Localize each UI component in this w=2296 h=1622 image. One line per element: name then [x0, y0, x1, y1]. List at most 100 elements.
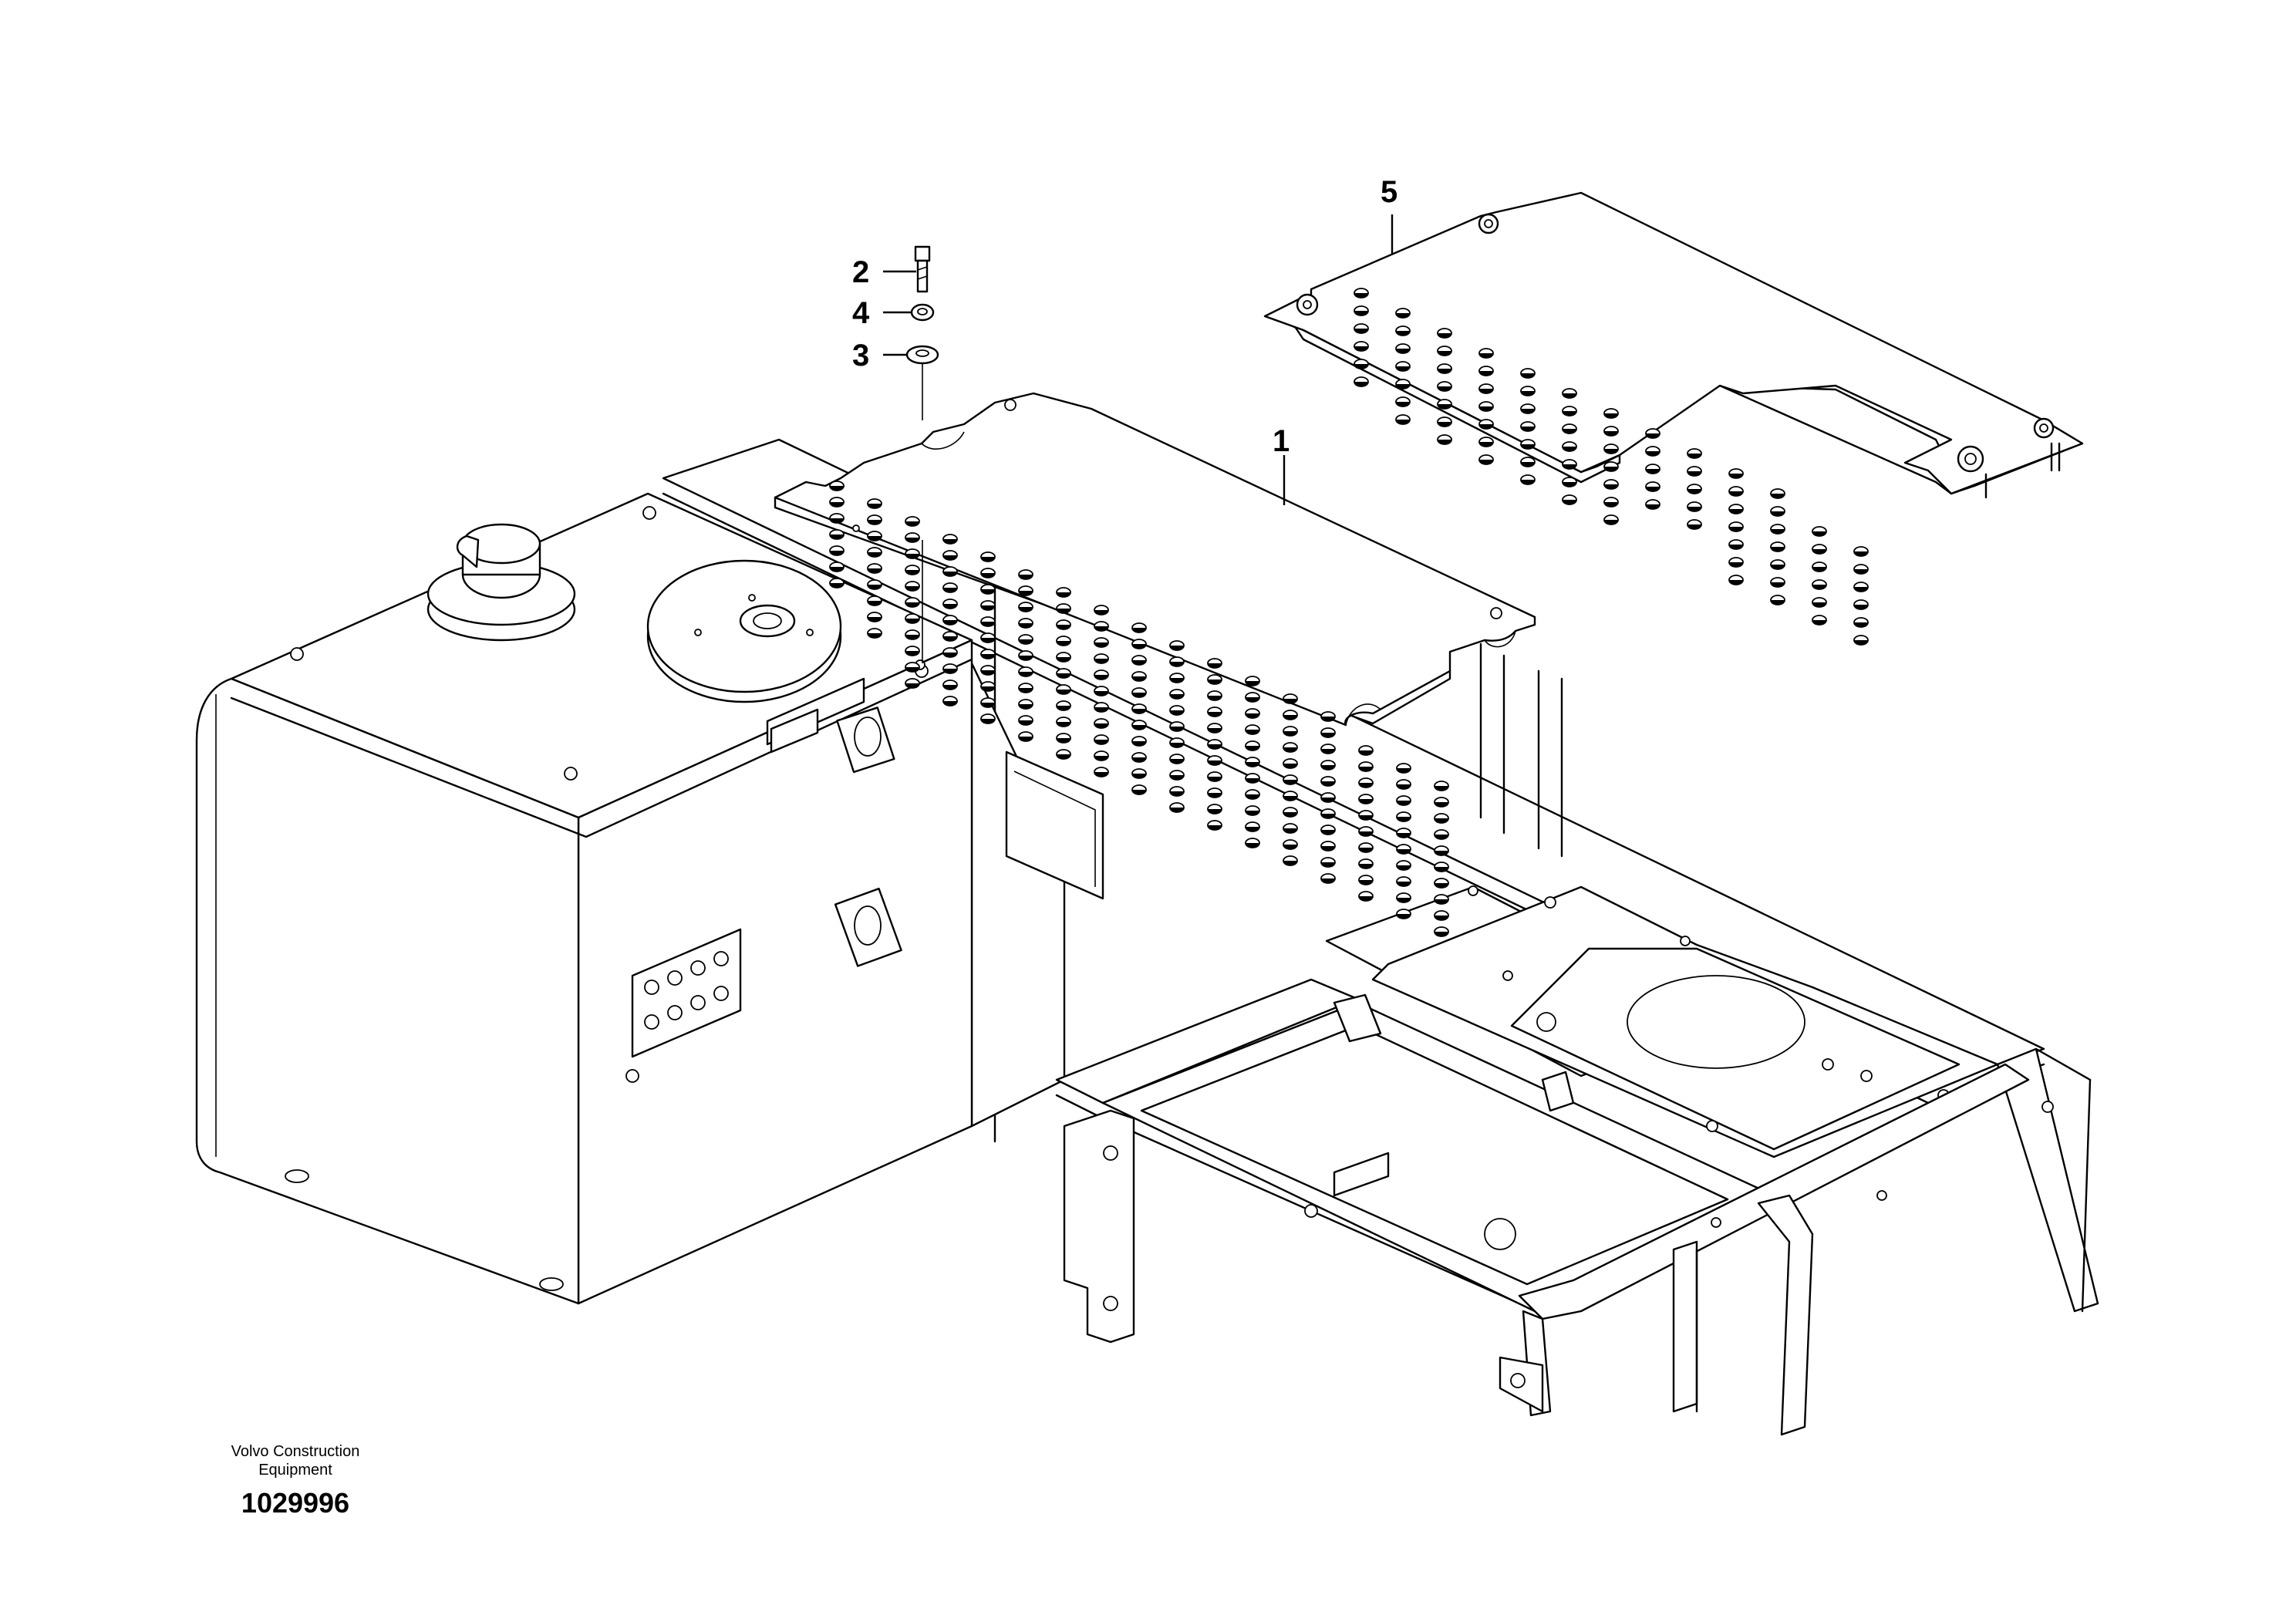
perforation-hole-shadow — [1435, 916, 1448, 920]
perforation-hole-shadow — [1359, 815, 1373, 820]
perforation-hole-shadow — [1396, 402, 1410, 406]
perforation-hole-shadow — [1208, 696, 1222, 700]
perforation-hole-shadow — [1604, 431, 1618, 436]
perforation-hole-shadow — [868, 552, 882, 557]
perforation-hole-shadow — [1479, 389, 1493, 393]
perforation-hole-shadow — [1019, 704, 1033, 709]
perforation-hole-shadow — [1771, 529, 1785, 534]
perforation-hole-shadow — [1854, 622, 1868, 627]
perforation-hole-shadow — [1094, 659, 1108, 663]
perforation-hole-shadow — [1057, 738, 1070, 743]
perforation-hole-shadow — [1563, 482, 1576, 487]
perforation-hole-shadow — [1604, 449, 1618, 454]
perforation-hole-shadow — [1057, 657, 1070, 662]
perforation-hole-shadow — [1246, 762, 1259, 767]
perforation-hole-shadow — [981, 605, 995, 610]
perforation-hole-shadow — [1397, 801, 1411, 805]
cover-plate-1 — [774, 392, 1536, 937]
perforation-hole-shadow — [1019, 656, 1033, 660]
perforation-hole-shadow — [1771, 600, 1785, 605]
perforation-hole-shadow — [1283, 796, 1297, 801]
perforation-hole-shadow — [1170, 727, 1184, 731]
perforation-hole-shadow — [1521, 409, 1535, 413]
perforation-hole-shadow — [905, 651, 919, 656]
perforation-hole-shadow — [1397, 882, 1411, 886]
perforation-hole-shadow — [1854, 605, 1868, 609]
perforation-hole-shadow — [1438, 369, 1451, 373]
perforation-hole-shadow — [1359, 880, 1373, 885]
perforation-hole-shadow — [1604, 484, 1618, 489]
perforation-hole-shadow — [1771, 511, 1785, 516]
perforation-hole-shadow — [1321, 733, 1335, 737]
callout-label-2: 2 — [852, 255, 869, 289]
perforation-hole-shadow — [1729, 562, 1743, 567]
perforation-hole-shadow — [1354, 346, 1368, 351]
perforation-hole-shadow — [1019, 720, 1033, 725]
perforation-hole-shadow — [1563, 500, 1576, 504]
perforation-hole-shadow — [1132, 741, 1146, 746]
perforation-hole-shadow — [1397, 768, 1411, 773]
perforation-hole-shadow — [1359, 831, 1373, 836]
perforation-hole-shadow — [905, 538, 919, 542]
perforation-hole-shadow — [1321, 878, 1335, 883]
perforation-hole-shadow — [1604, 467, 1618, 471]
perforation-hole-shadow — [868, 601, 882, 605]
drawing-footer: Volvo Construction Equipment 1029996 — [207, 1442, 384, 1519]
perforation-hole-shadow — [1094, 626, 1108, 631]
perforation-hole-shadow — [1208, 793, 1222, 798]
perforation-hole-shadow — [868, 633, 882, 638]
perforation-hole-shadow — [1057, 625, 1070, 629]
main-frame — [662, 438, 2099, 1313]
perforation-hole-shadow — [1812, 585, 1826, 589]
perforation-hole-shadow — [1321, 781, 1335, 786]
perforation-hole-shadow — [1729, 545, 1743, 549]
perforation-hole-shadow — [1438, 404, 1451, 409]
perforation-hole-shadow — [1170, 694, 1184, 699]
perforation-hole-shadow — [868, 504, 882, 508]
perforation-hole-shadow — [981, 703, 995, 707]
perforation-hole-shadow — [1057, 690, 1070, 694]
mounting-bolt — [1296, 213, 2055, 473]
perforation-hole-shadow — [1812, 620, 1826, 625]
perforation-hole-shadow — [905, 602, 919, 607]
perforation-hole-shadow — [1396, 331, 1410, 336]
perforation-hole-shadow — [1019, 623, 1033, 628]
perforation-hole-shadow — [1170, 759, 1184, 764]
perforation-hole-shadow — [1019, 591, 1033, 595]
perforation-hole-shadow — [868, 617, 882, 622]
perforation-hole-shadow — [1563, 464, 1576, 469]
perforation-hole-shadow — [1397, 833, 1411, 838]
perforation-hole-shadow — [905, 619, 919, 623]
perforation-hole-shadow — [1687, 524, 1701, 529]
perforation-hole-shadow — [1208, 760, 1222, 765]
perforation-hole-shadow — [830, 518, 844, 523]
perforation-hole-shadow — [1057, 592, 1070, 597]
perforation-hole-shadow — [1435, 802, 1448, 807]
perforation-hole-shadow — [1479, 406, 1493, 411]
perforation-hole-shadow — [1771, 582, 1785, 587]
perforation-hole-shadow — [1396, 384, 1410, 389]
perforation-pattern — [1354, 288, 1869, 646]
perforation-hole-shadow — [1283, 845, 1297, 849]
perforation-hole-shadow — [1057, 722, 1070, 727]
perforation-hole-shadow — [1479, 424, 1493, 429]
perforation-hole-shadow — [1435, 932, 1448, 936]
document-id: 1029996 — [241, 1487, 350, 1519]
perforation-hole-shadow — [1132, 790, 1146, 794]
perforation-hole-shadow — [1521, 444, 1535, 449]
perforation-hole-shadow — [1397, 817, 1411, 821]
perforation-hole-shadow — [905, 683, 919, 688]
perforation-hole-shadow — [1479, 353, 1493, 358]
perforation-hole-shadow — [1208, 712, 1222, 717]
perforation-hole-shadow — [943, 539, 957, 544]
perforation-hole-shadow — [1479, 442, 1493, 447]
perforation-hole-shadow — [1057, 754, 1070, 759]
perforation-hole-shadow — [943, 588, 957, 592]
perforation-hole-shadow — [1283, 780, 1297, 784]
perforation-hole-shadow — [1521, 373, 1535, 378]
perforation-hole-shadow — [1354, 364, 1368, 369]
perforation-hole-shadow — [1094, 642, 1108, 647]
perforation-hole-shadow — [1687, 471, 1701, 476]
hydraulic-tank — [195, 492, 973, 1305]
perforation-hole-shadow — [1354, 382, 1368, 386]
